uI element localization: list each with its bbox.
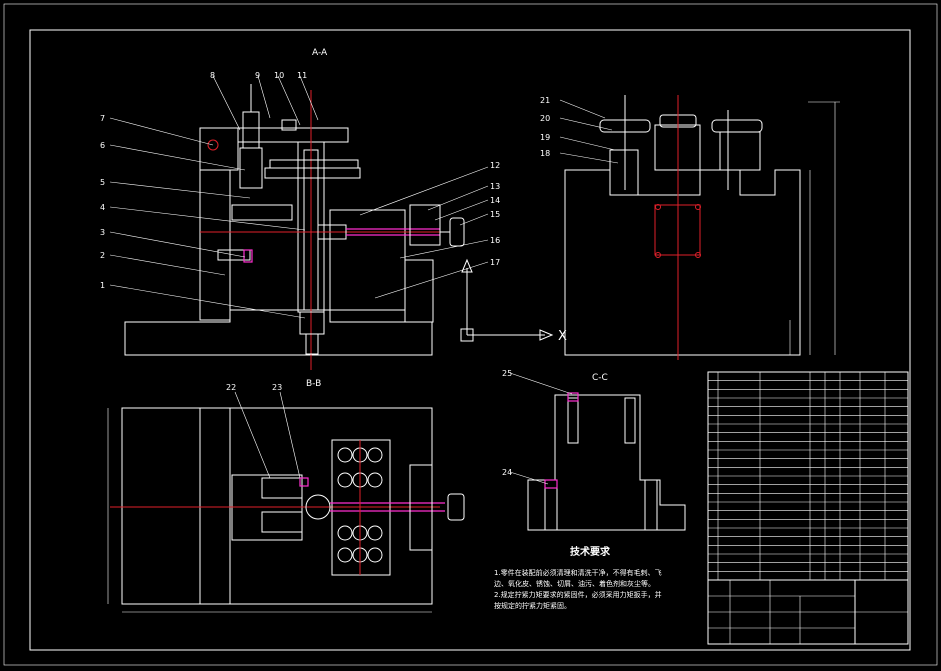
leader-13: 13 [490, 182, 500, 191]
leader-2: 2 [100, 251, 105, 260]
leader-18: 18 [540, 149, 550, 158]
tech-title: 技术要求 [570, 545, 611, 558]
xy-axis-marker: X [460, 258, 567, 344]
leader-14: 14 [490, 196, 500, 205]
bom-table [707, 371, 909, 581]
section-cc-label: C-C [592, 373, 608, 383]
leader-11: 11 [297, 71, 307, 80]
aa-leaders [109, 75, 489, 319]
tech-requirements: 技术要求 1.零件在装配前必须清理和清洗干净，不得有毛刺、飞 边、氧化皮、锈蚀、… [494, 545, 662, 610]
tech-line-4: 按规定的拧紧力矩紧固。 [494, 601, 571, 610]
marker-x-label: X [558, 329, 567, 344]
section-aa-view: A-A [100, 48, 500, 370]
leader-24: 24 [502, 468, 512, 477]
inner-frame [29, 29, 911, 651]
leader-15: 15 [490, 210, 500, 219]
leader-19: 19 [540, 133, 550, 142]
title-block [707, 579, 909, 645]
leader-9: 9 [255, 71, 260, 80]
section-aa-label: A-A [312, 48, 328, 58]
leader-23: 23 [272, 383, 282, 392]
leader-16: 16 [490, 236, 500, 245]
leader-4: 4 [100, 203, 105, 212]
outer-frame [3, 3, 938, 666]
side-view: 21 20 19 18 [540, 95, 840, 360]
tech-line-2: 边、氧化皮、锈蚀、切屑、油污、着色剂和灰尘等。 [494, 579, 655, 588]
leader-1: 1 [100, 281, 105, 290]
leader-22: 22 [226, 383, 236, 392]
leader-5: 5 [100, 178, 105, 187]
leader-25: 25 [502, 369, 512, 378]
section-cc-view: C-C 25 24 [502, 369, 686, 531]
leader-7: 7 [100, 114, 105, 123]
leader-10: 10 [274, 71, 284, 80]
leader-6: 6 [100, 141, 105, 150]
leader-12: 12 [490, 161, 500, 170]
tech-line-3: 2.规定拧紧力矩要求的紧固件，必须采用力矩扳手，并 [494, 590, 662, 599]
leader-20: 20 [540, 114, 550, 123]
leader-3: 3 [100, 228, 105, 237]
section-bb-view: B-B 22 23 [107, 379, 465, 613]
leader-21: 21 [540, 96, 550, 105]
tech-line-1: 1.零件在装配前必须清理和清洗干净，不得有毛刺、飞 [494, 568, 662, 577]
section-bb-label: B-B [306, 379, 321, 389]
leader-8: 8 [210, 71, 215, 80]
leader-17: 17 [490, 258, 500, 267]
